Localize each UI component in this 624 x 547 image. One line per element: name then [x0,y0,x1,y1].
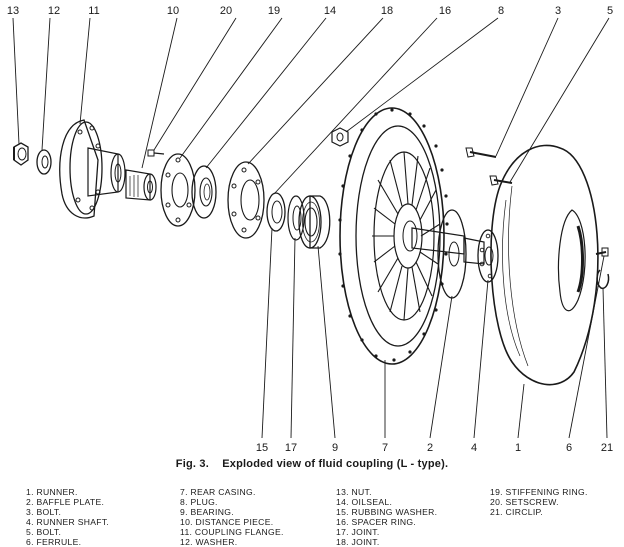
figure-title: Exploded view of fluid coupling (L - typ… [222,458,449,470]
callout-9: 9 [332,442,338,454]
part-runner-shaft [463,229,499,283]
legend-column-4: 19. STIFFENING RING. 20. SETSCREW. 21. C… [490,487,588,517]
callout-5: 5 [607,5,613,17]
legend-item: 1. RUNNER. [26,487,78,497]
part-bolt-5 [489,175,513,186]
legend-item: 11. COUPLING FLANGE. [180,527,284,537]
callout-20: 20 [220,5,232,17]
legend-item: 4. RUNNER SHAFT. [26,517,110,527]
part-distance-piece [125,169,157,201]
legend-item: 2. BAFFLE PLATE. [26,497,105,507]
callout-11: 11 [88,5,99,17]
callout-8: 8 [498,5,504,17]
legend-item: 10. DISTANCE PIECE. [180,517,274,527]
casing-vanes [372,151,441,321]
callout-10: 10 [167,5,179,17]
legend-item: 18. JOINT. [336,537,380,547]
legend-item: 9. BEARING. [180,507,234,517]
legend-item: 15. RUBBING WASHER. [336,507,438,517]
figure-caption: Fig. 3. Exploded view of fluid coupling … [0,458,624,470]
part-bolt-3 [465,147,497,158]
legend-item: 20. SETSCREW. [490,497,559,507]
callout-17: 17 [285,442,297,454]
part-runner [490,144,599,386]
legend-item: 5. BOLT. [26,527,62,537]
legend-item: 6. FERRULE. [26,537,82,547]
callout-19: 19 [268,5,280,17]
part-setscrew [147,149,165,157]
callout-13: 13 [7,5,19,17]
exploded-view-diagram: 13 12 11 10 20 19 14 18 16 8 3 5 15 17 9… [7,5,613,454]
callout-7: 7 [382,442,388,454]
callout-16: 16 [439,5,451,17]
legend-item: 12. WASHER. [180,537,238,547]
callout-14: 14 [324,5,336,17]
callout-6: 6 [566,442,572,454]
callout-2: 2 [427,442,433,454]
legend-item: 8. PLUG. [180,497,218,507]
part-coupling-flange [59,119,126,219]
legend-column-3: 13. NUT. 14. OILSEAL. 15. RUBBING WASHER… [336,487,437,547]
part-circlip [596,269,610,290]
legend-column-1: 1. RUNNER. 2. BAFFLE PLATE. 3. BOLT. 4. … [26,487,109,547]
part-oilseal [191,165,217,219]
callouts-top: 13 12 11 10 20 19 14 18 16 8 3 5 [7,5,613,17]
legend-item: 14. OILSEAL. [336,497,393,507]
legend-column-2: 7. REAR CASING. 8. PLUG. 9. BEARING. 10.… [180,487,284,547]
callout-12: 12 [48,5,60,17]
legend-item: 13. NUT. [336,487,372,497]
legend-item: 17. JOINT. [336,527,380,537]
callouts-bottom: 15 17 9 7 2 4 1 6 21 [256,442,613,454]
figure-number: Fig. 3. [175,458,209,470]
legend-item: 7. REAR CASING. [180,487,256,497]
callout-18: 18 [381,5,393,17]
part-plug [331,127,349,147]
part-rear-casing [338,107,465,365]
part-joint-18 [227,161,265,239]
part-spacer-ring [266,192,286,232]
callout-4: 4 [471,442,477,454]
callout-1: 1 [515,442,521,454]
part-joint-17 [287,195,305,241]
part-washer [36,149,52,175]
callout-3: 3 [555,5,561,17]
legend-item: 21. CIRCLIP. [490,507,544,517]
casing-rim-bolts [338,108,449,362]
leader-lines [12,17,610,439]
part-ferrule [595,247,609,257]
legend-item: 3. BOLT. [26,507,62,517]
legend-item: 16. SPACER RING. [336,517,417,527]
part-bearing [298,195,331,249]
callout-15: 15 [256,442,268,454]
legend-item: 19. STIFFENING RING. [490,487,588,497]
part-stiffening-ring [160,153,196,227]
callout-21: 21 [601,442,613,454]
part-nut [13,142,29,166]
